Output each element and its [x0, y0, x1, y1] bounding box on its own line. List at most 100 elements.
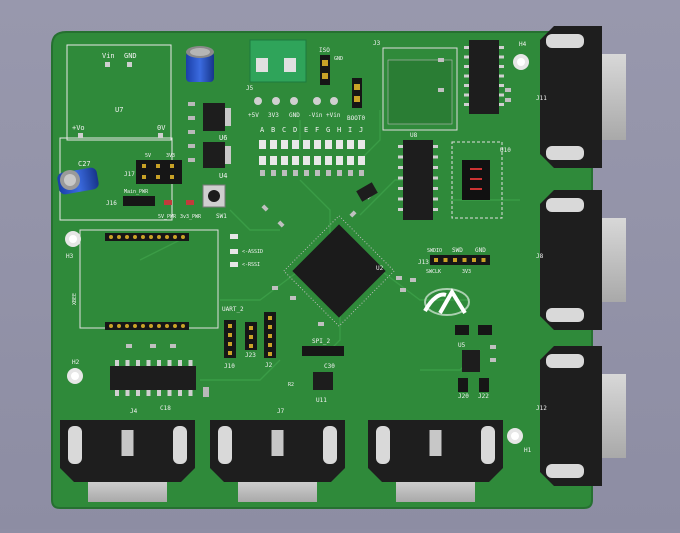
header-j10[interactable]: [224, 320, 236, 358]
spi2-label: SPI_2: [312, 338, 330, 345]
u7-ref: U7: [115, 106, 123, 114]
led: [303, 140, 310, 149]
u11-ref: U11: [316, 397, 327, 404]
j5-pads: [254, 97, 338, 105]
j17-3v3: 3V3: [166, 153, 175, 159]
db9-j11: [540, 26, 602, 168]
swd-gnd: GND: [475, 247, 486, 254]
swd-3v3: 3V3: [462, 269, 471, 275]
led: [314, 156, 321, 165]
iso-gnd-label: GND: [334, 56, 343, 62]
resistor: [293, 170, 298, 176]
j12-ref: J12: [536, 405, 547, 412]
h2-ref: H2: [72, 359, 80, 366]
resistor: [260, 170, 265, 176]
j2-ref: J2: [265, 362, 273, 369]
led: [281, 140, 288, 149]
header-swd-j13[interactable]: [430, 255, 490, 265]
resistor: [271, 170, 276, 176]
mcu-u2: [283, 215, 395, 327]
j22-ref: J22: [478, 393, 489, 400]
led-row: [259, 140, 365, 176]
led: [292, 156, 299, 165]
led: [270, 140, 277, 149]
db9-j8: [540, 190, 602, 330]
u7-vin-label: Vin: [102, 52, 115, 60]
j17-5v: 5V: [145, 153, 151, 159]
header-j20[interactable]: [458, 378, 468, 392]
j16-ref: J16: [106, 200, 117, 207]
j10-ref: J10: [224, 363, 235, 370]
jumper-top-left[interactable]: [455, 325, 469, 335]
c18-ref: C18: [160, 405, 171, 412]
main-pwr-label: Main_PWR: [124, 189, 149, 195]
u8-ref: U8: [410, 132, 418, 139]
resistor: [315, 170, 320, 176]
display-u10-outline: [451, 141, 503, 219]
j17-ref: J17: [124, 171, 135, 178]
led: [336, 156, 343, 165]
led: [281, 156, 288, 165]
db9-j8-shell: [600, 218, 626, 302]
j20-ref: J20: [458, 393, 469, 400]
led-letter: I: [348, 126, 352, 134]
ic-bottom-dip: [110, 366, 196, 390]
smd-scatter: [126, 58, 511, 362]
h1-ref: H1: [524, 447, 532, 454]
h4-ref: H4: [519, 41, 527, 48]
j7-ref: J7: [277, 408, 285, 415]
led-label-assid: <-ASSID: [242, 249, 263, 255]
j3-ref: J3: [373, 40, 381, 47]
j5-pin-label: +5V: [248, 112, 259, 119]
boot0-label: BOOT0: [347, 115, 365, 122]
led: [347, 140, 354, 149]
led: [347, 156, 354, 165]
u2-ref: U2: [376, 265, 384, 272]
smd-passives-left: [188, 102, 195, 162]
led-letter: F: [315, 126, 319, 134]
xbee-text: XBEE: [72, 293, 78, 305]
u5-ref: U5: [458, 342, 466, 349]
resistor: [326, 170, 331, 176]
capacitor-top: [186, 46, 214, 82]
sw1-ref: SW1: [216, 213, 227, 220]
resistor: [348, 170, 353, 176]
led-letter: C: [282, 126, 286, 134]
led: [303, 156, 310, 165]
db9-j11-shell: [600, 54, 626, 140]
u7-plus-vo: +Vo: [72, 124, 85, 132]
swd-title: SWD: [452, 247, 463, 254]
u7-gnd-label: GND: [124, 52, 137, 60]
u7-outline: [66, 44, 172, 141]
swd-swclk: SWCLK: [426, 269, 441, 275]
swd-swdio: SWDIO: [427, 248, 442, 254]
regulator-u6: [203, 103, 225, 131]
j11-ref: J11: [536, 95, 547, 102]
j5-pin-label: +Vin: [326, 112, 341, 119]
jumper-iso[interactable]: [320, 55, 330, 85]
ic-small-right: [356, 182, 378, 202]
j5-pin-label: GND: [289, 112, 300, 119]
jumper-boot0[interactable]: [352, 78, 362, 108]
db9-j12: [540, 346, 602, 486]
jumper-top-right[interactable]: [478, 325, 492, 335]
led: [270, 156, 277, 165]
c27-ref: C27: [78, 160, 91, 168]
j5-pin-label: 3V3: [268, 112, 279, 119]
header-j22[interactable]: [479, 378, 489, 392]
pwr-3v3-label: 3v3_PWR: [180, 214, 202, 220]
h3-ref: H3: [66, 253, 74, 260]
j5-pin-label: -Vin: [308, 112, 323, 119]
nv-logo: [423, 288, 470, 316]
header-spi2[interactable]: [302, 346, 344, 356]
j8-ref: J8: [536, 253, 544, 260]
led: [358, 140, 365, 149]
header-j17: [136, 160, 182, 184]
j4-ref: J4: [130, 408, 138, 415]
ic-u8: [403, 140, 433, 220]
led-letter: A: [260, 126, 265, 134]
resistor: [304, 170, 309, 176]
led: [325, 140, 332, 149]
